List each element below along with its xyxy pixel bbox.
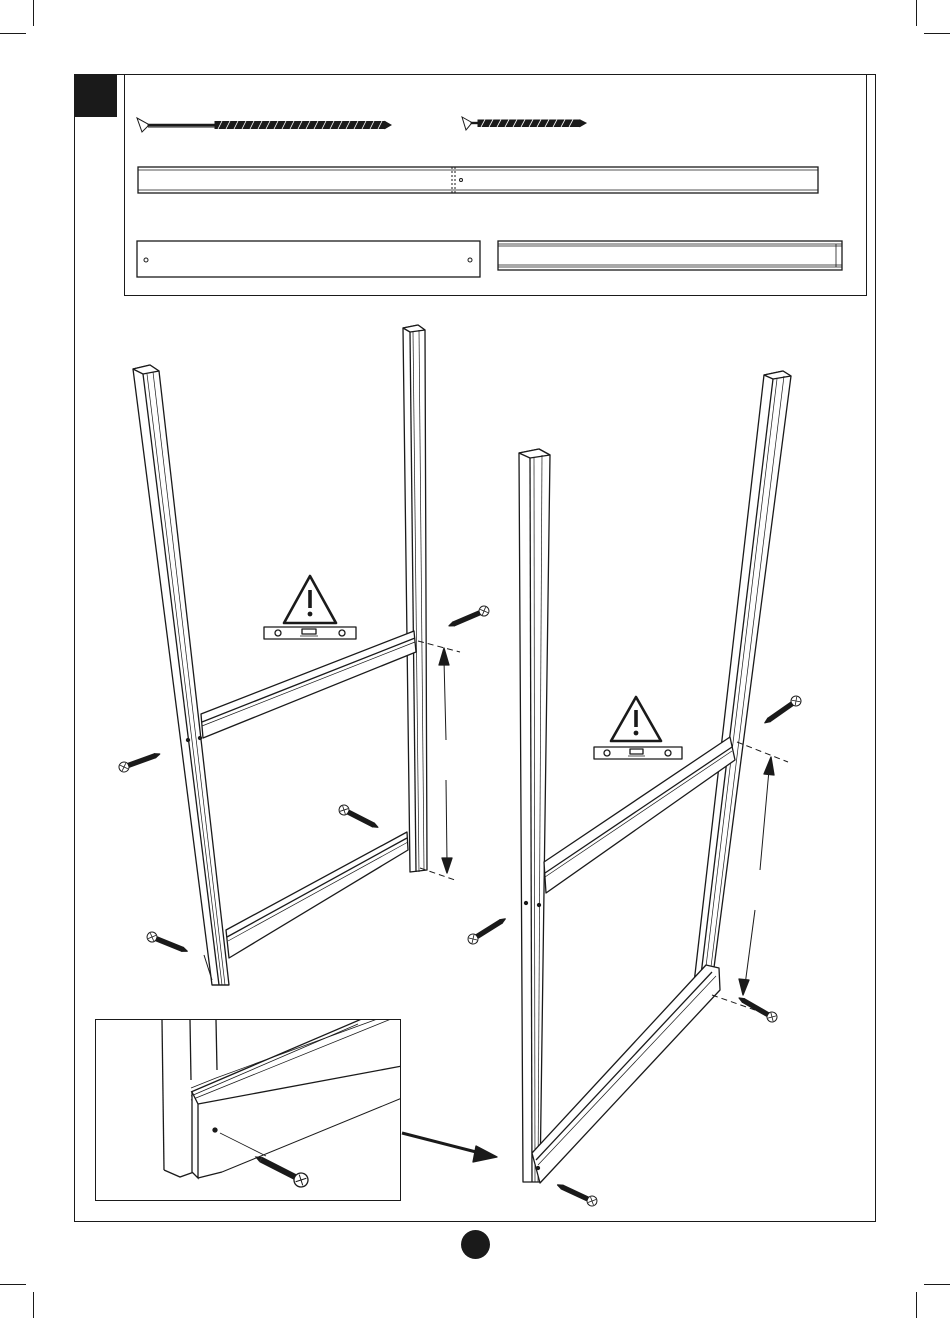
detail-illustration	[96, 1020, 401, 1201]
right-frame	[466, 371, 803, 1208]
spirit-level-icon	[264, 627, 356, 639]
left-frame	[118, 325, 491, 985]
detail-arrow	[402, 1133, 497, 1162]
warning-triangle-icon	[284, 576, 336, 623]
warning-triangle-icon	[611, 697, 661, 741]
spirit-level-icon	[594, 747, 682, 759]
detail-inset	[95, 1019, 401, 1201]
page-number-badge	[461, 1230, 490, 1259]
